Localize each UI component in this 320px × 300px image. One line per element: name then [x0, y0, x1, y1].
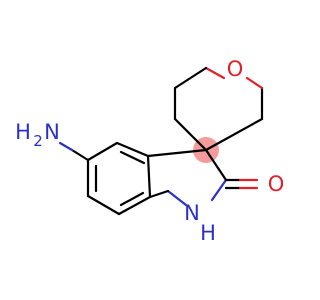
amine-bond-n	[58, 141, 74, 152]
benzene-bond-c7-c7a	[117, 195, 152, 216]
structure-svg: O O N H H 2 N	[15, 57, 285, 245]
benzene-bond-c3a-spiro	[146, 148, 208, 158]
amine-subscript: 2	[33, 132, 43, 150]
thp-bond-left-spiro	[173, 117, 208, 152]
amide-h-label: H	[200, 221, 216, 245]
benzene-bond-c6-c7	[86, 194, 121, 216]
thp-bond-c-spiro-right	[204, 117, 264, 152]
carbonyl-oxygen-label: O	[268, 172, 285, 196]
amine-n-label: N	[44, 120, 60, 144]
thp-bond-o-right	[245, 76, 264, 90]
lactam-bond-n-ring	[166, 189, 188, 207]
benzene-bond-c4-c5	[86, 141, 119, 162]
amine-h-label: H	[15, 120, 31, 144]
molecule-diagram: O O N H H 2 N	[15, 57, 285, 245]
benzene-bond-c7a-n	[148, 189, 170, 199]
amine-bond-c	[70, 148, 90, 162]
thp-bond-o-left	[204, 66, 226, 80]
thp-bond-left-up	[173, 66, 208, 90]
benzene-bond-c7a-c3a	[146, 154, 152, 199]
lactam-bond-spiro-carbonyl	[204, 148, 228, 182]
benzene-bond-c3a-c4	[115, 141, 150, 158]
benzene-inner-bond-1	[119, 150, 146, 165]
amide-n-label: N	[184, 201, 200, 225]
lactam-bond-carbonyl-n	[210, 178, 228, 202]
ring-oxygen-label: O	[227, 57, 244, 81]
benzene-inner-bond-3	[119, 191, 145, 207]
